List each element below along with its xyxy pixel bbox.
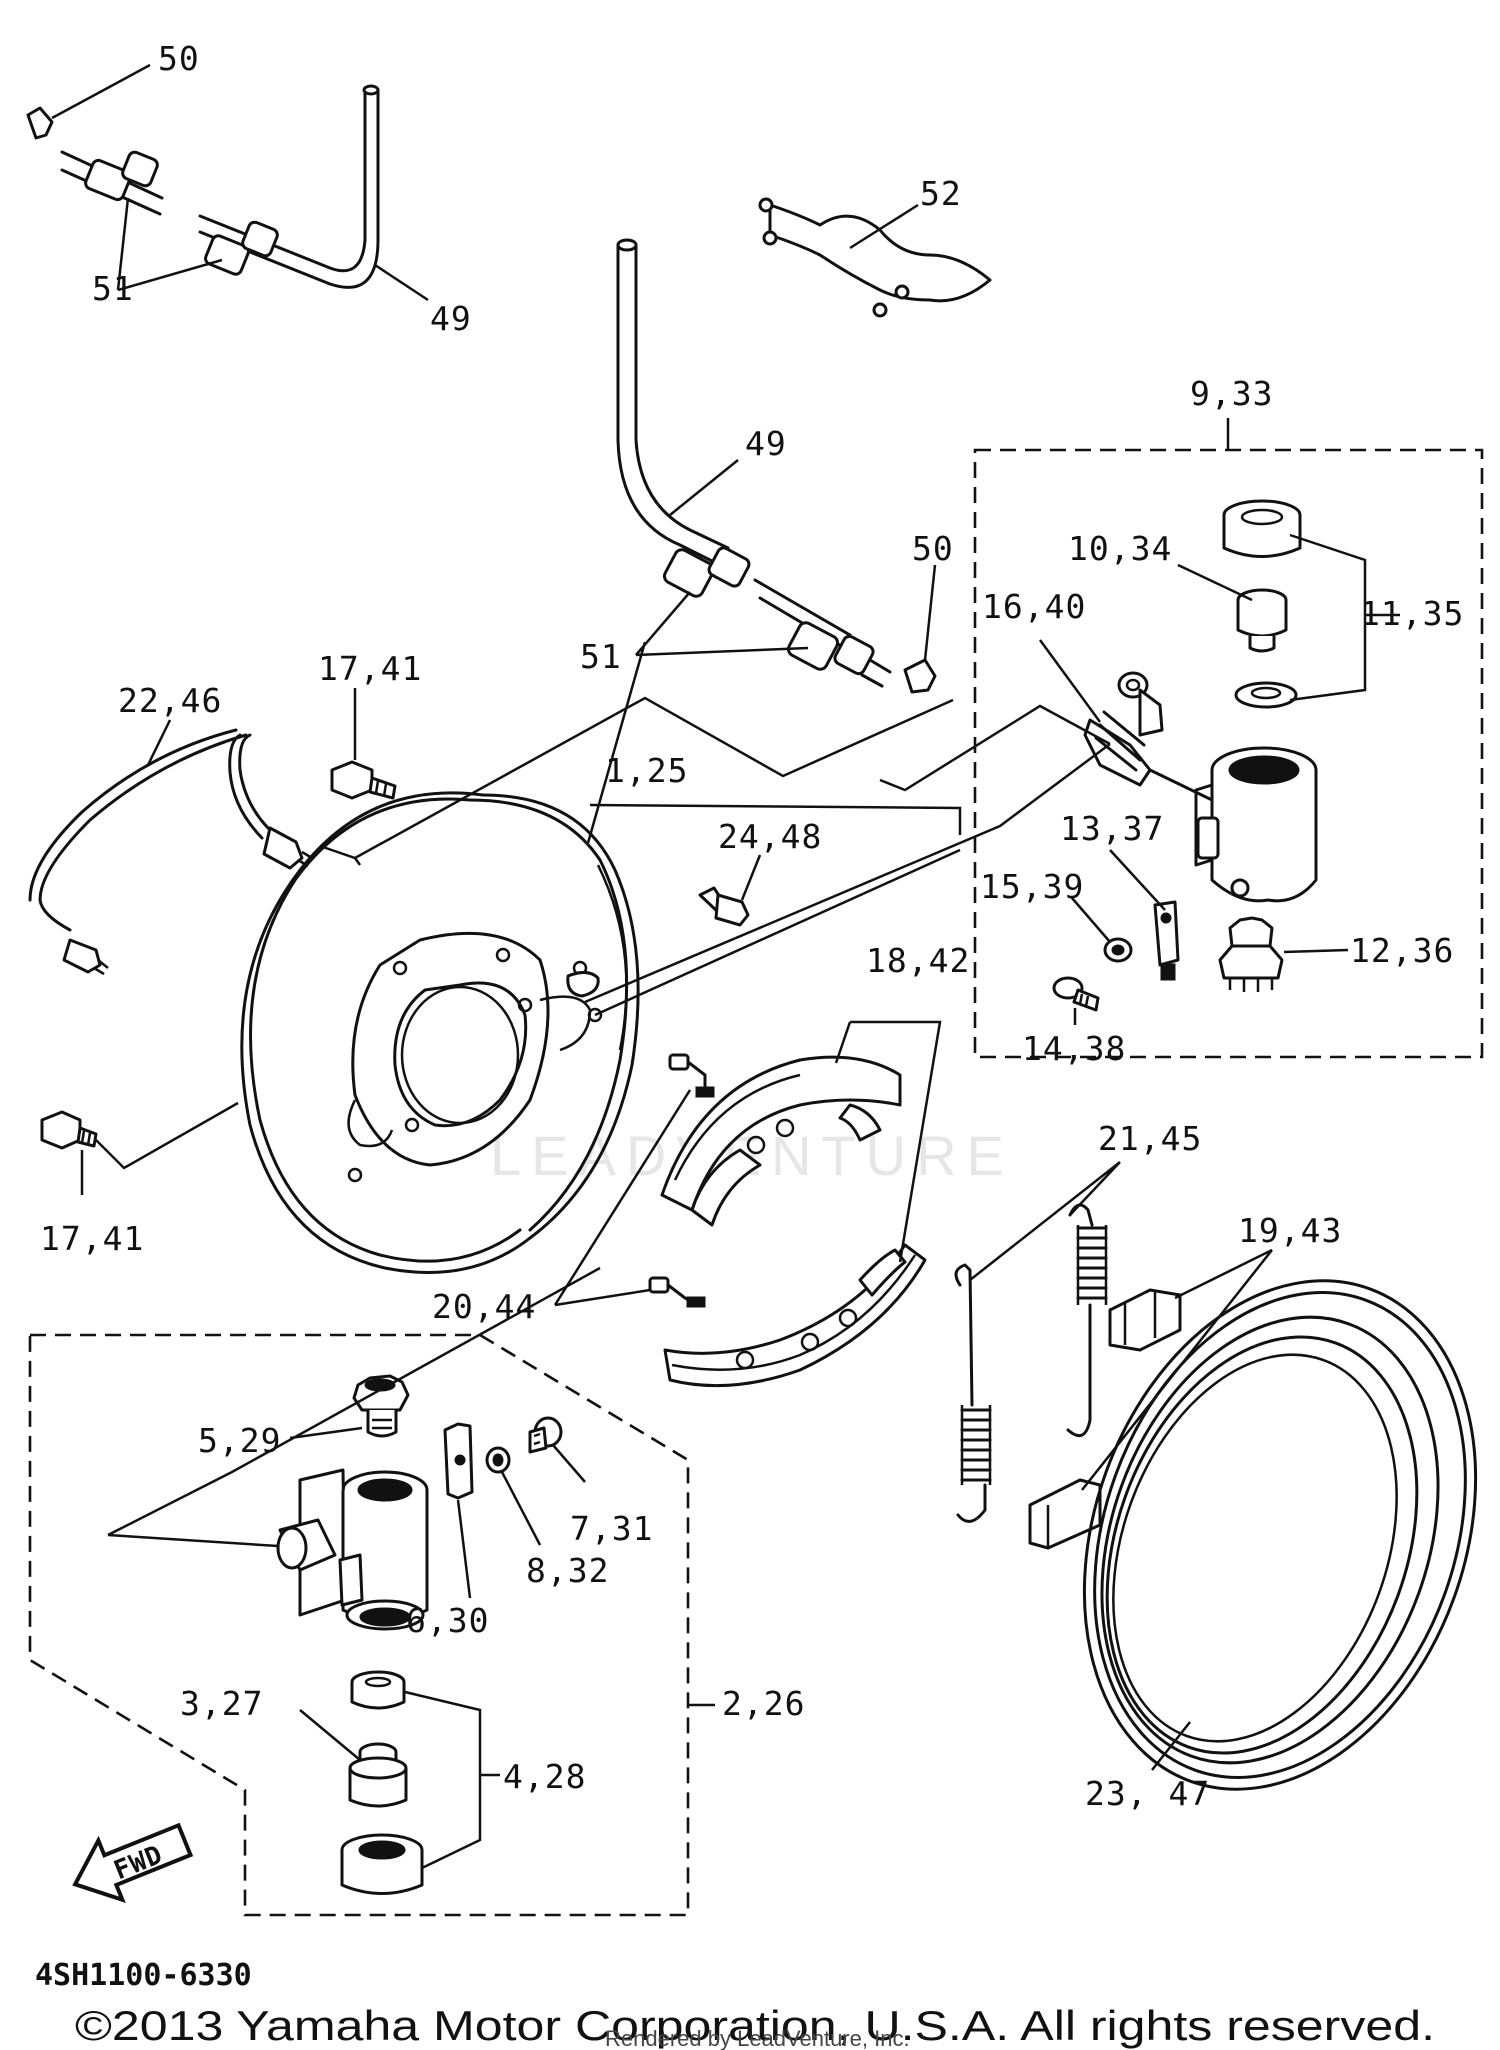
callout-5-29: 5,29: [198, 1421, 281, 1460]
copyright-text: ©2013 Yamaha Motor Corporation, U.S.A. A…: [75, 2002, 1435, 2049]
return-spring-left: [954, 1263, 992, 1523]
callout-49-mid: 49: [745, 424, 787, 463]
callout-19-43: 19,43: [1238, 1211, 1342, 1250]
brake-shoe-lower: [663, 1243, 927, 1388]
watermark: LEADVENTURE: [490, 1124, 1014, 1187]
callout-2-26: 2,26: [722, 1684, 805, 1723]
callout-13-37: 13,37: [1060, 809, 1164, 848]
callout-6-30: 6,30: [406, 1601, 489, 1640]
fwd-label: FWD: [110, 1840, 168, 1887]
callout-17-41-bot: 17,41: [40, 1219, 144, 1258]
callout-18-42: 18,42: [866, 941, 970, 980]
callout-20-44: 20,44: [432, 1287, 536, 1326]
callout-50-mid: 50: [912, 529, 954, 568]
brake-shoe-upper: [660, 1055, 902, 1227]
brake-backing-plate: [240, 791, 640, 1274]
bolt-17-41-top: [330, 760, 397, 800]
callout-17-41-top: 17,41: [318, 649, 422, 688]
brake-hose: [28, 728, 313, 976]
wheel-cylinder-lower: [276, 1374, 563, 1895]
wheel-cylinder-box-upper: [973, 448, 1484, 1059]
callout-52: 52: [920, 174, 962, 213]
bolt-17-41-bottom: [40, 1110, 98, 1150]
callout-14-38: 14,38: [1022, 1029, 1126, 1068]
wheel-cylinder-upper: [1052, 499, 1318, 1012]
gasket-52: [758, 197, 992, 318]
callout-49-top: 49: [430, 299, 472, 338]
return-spring-right: [1066, 1203, 1108, 1438]
callout-24-48: 24,48: [718, 817, 822, 856]
callout-51-mid: 51: [580, 637, 622, 676]
callout-21-45: 21,45: [1098, 1119, 1202, 1158]
wheel-cylinder-box-lower: [28, 1333, 690, 1917]
diagram-code: 4SH1100-6330: [35, 1958, 252, 1993]
callout-7-31: 7,31: [570, 1509, 653, 1548]
callout-1-25: 1,25: [605, 751, 688, 790]
rendered-by-text: Rendered by LeadVenture, Inc.: [605, 2026, 910, 2050]
shoe-pin-lower: [648, 1276, 706, 1308]
callout-50-top: 50: [158, 39, 200, 78]
callout-16-40: 16,40: [982, 587, 1086, 626]
shoe-pin-upper: [668, 1053, 715, 1098]
brake-pipe-middle: [616, 238, 937, 694]
callout-23-47: 23, 47: [1085, 1774, 1210, 1813]
callout-4-28: 4,28: [503, 1757, 586, 1796]
callout-8-32: 8,32: [526, 1551, 609, 1590]
brake-drum-seal: [1082, 1279, 1478, 1791]
callout-9-33: 9,33: [1190, 374, 1273, 413]
brake-pipe-top-left: [26, 84, 380, 289]
fwd-arrow-icon: FWD: [72, 1822, 194, 1904]
callout-22-46: 22,46: [118, 681, 222, 720]
callout-11-35: 11,35: [1360, 594, 1464, 633]
callout-10-34: 10,34: [1068, 529, 1172, 568]
bolt-24-48: [698, 886, 750, 927]
callout-12-36: 12,36: [1350, 931, 1454, 970]
callout-51-top: 51: [92, 269, 134, 308]
callout-15-39: 15,39: [980, 867, 1084, 906]
adjuster-clip-upper: [1108, 1288, 1182, 1352]
callout-3-27: 3,27: [180, 1684, 263, 1723]
